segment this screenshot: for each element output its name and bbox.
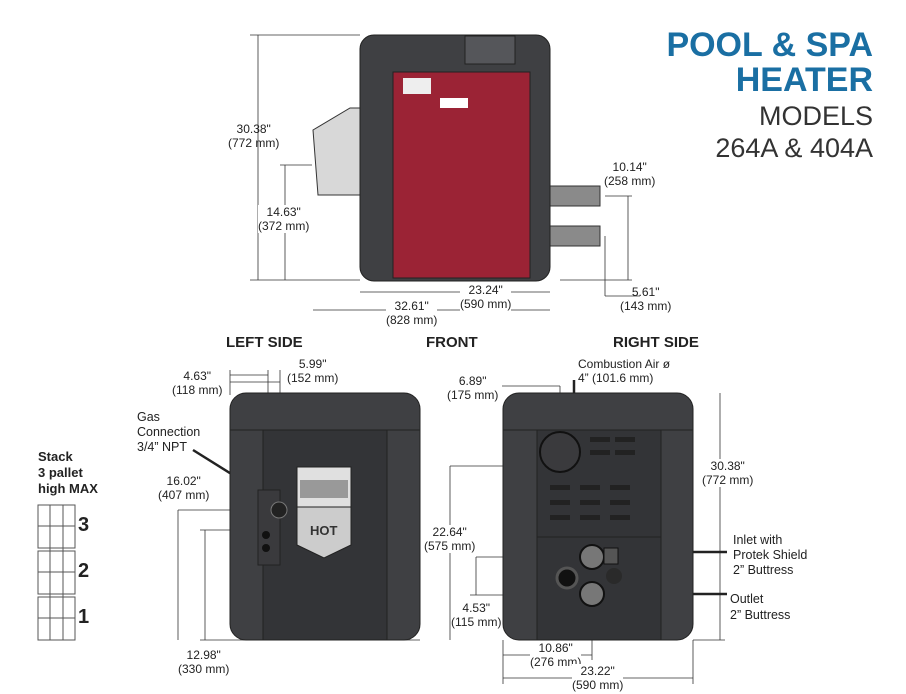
- dim-left-a: 4.63"(118 mm): [172, 369, 223, 397]
- view-label-left: LEFT SIDE: [226, 334, 303, 351]
- view-label-front: FRONT: [426, 334, 478, 351]
- dim-right-width: 23.22"(590 mm): [572, 664, 624, 692]
- title-line3: MODELS: [758, 101, 873, 131]
- dim-gas-height: 16.02"(407 mm): [158, 474, 210, 502]
- dim-width: 23.24"(590 mm): [460, 283, 512, 311]
- hot-label: HOT: [310, 523, 338, 538]
- dim-depth: 12.98"(330 mm): [178, 648, 230, 676]
- dim-left-b: 5.99"(152 mm): [287, 357, 339, 385]
- title-line1: POOL & SPA: [666, 26, 873, 64]
- dim-right-c: 6.89"(175 mm): [447, 374, 499, 402]
- stack-level-1: 1: [78, 606, 90, 628]
- dim-pipe-spacing: 4.53"(115 mm): [451, 601, 502, 629]
- right-side-heater: [502, 392, 694, 641]
- dim-vent-height: 14.63"(372 mm): [258, 205, 310, 233]
- left-side-heater: [229, 392, 421, 641]
- dim-pipe-lower: 5.61"(143 mm): [620, 285, 672, 313]
- stack-level-3: 3: [78, 514, 90, 536]
- stack-pallet-icon: [37, 504, 76, 641]
- stack-level-2: 2: [78, 560, 90, 582]
- dim-pipe-offset: 10.86"(276 mm): [530, 641, 582, 669]
- view-label-right: RIGHT SIDE: [613, 334, 699, 351]
- dim-overall-width: 32.61"(828 mm): [386, 299, 438, 327]
- title-line4: 264A & 404A: [715, 133, 873, 163]
- title-line2: HEATER: [735, 61, 873, 99]
- dim-pipe-upper: 10.14"(258 mm): [604, 160, 656, 188]
- dim-right-height: 30.38"(772 mm): [702, 459, 754, 487]
- dim-air-height: 22.64"(575 mm): [424, 525, 476, 553]
- dim-height-total: 30.38"(772 mm): [228, 122, 280, 150]
- front-heater-top-view: [312, 34, 601, 282]
